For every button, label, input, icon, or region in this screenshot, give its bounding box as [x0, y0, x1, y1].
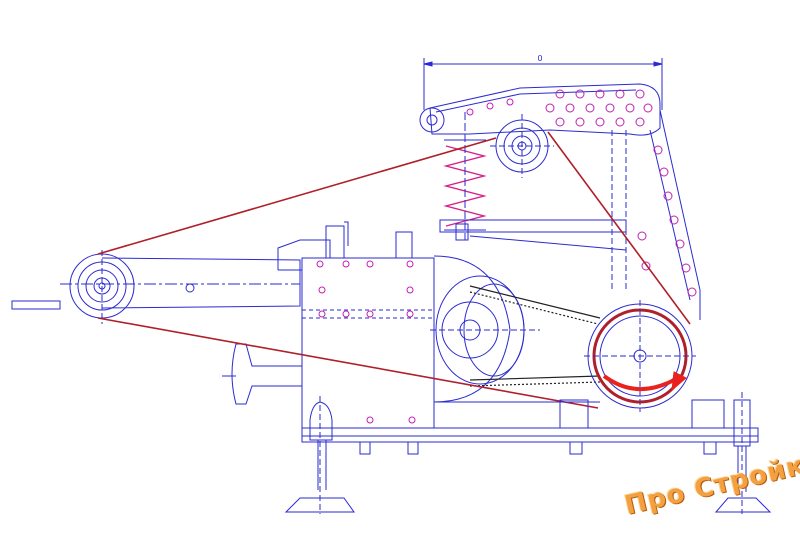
drive-wheel — [584, 300, 696, 412]
arm-holes — [466, 89, 653, 127]
dimension-label: 0 — [537, 54, 542, 63]
top-dimension: 0 — [423, 54, 663, 110]
right-foot — [714, 392, 772, 514]
base-bolts — [359, 441, 717, 455]
main-housing — [277, 221, 435, 429]
base-frame — [301, 399, 759, 443]
left-foot — [284, 396, 355, 514]
tension-spring — [443, 112, 487, 240]
frame-plate — [611, 109, 701, 320]
v-belt — [469, 285, 601, 387]
work-rest — [11, 300, 61, 310]
cross-bar — [439, 219, 627, 251]
housing-bolts — [316, 260, 416, 424]
top-idler-wheel — [490, 114, 554, 178]
motor-pulley — [430, 255, 540, 403]
contact-wheel — [69, 250, 135, 324]
sanding-belt — [97, 131, 691, 409]
frame-holes — [637, 145, 697, 297]
rotation-arrow — [602, 371, 687, 392]
lever-handle — [222, 343, 303, 405]
tool-arm — [60, 257, 301, 309]
